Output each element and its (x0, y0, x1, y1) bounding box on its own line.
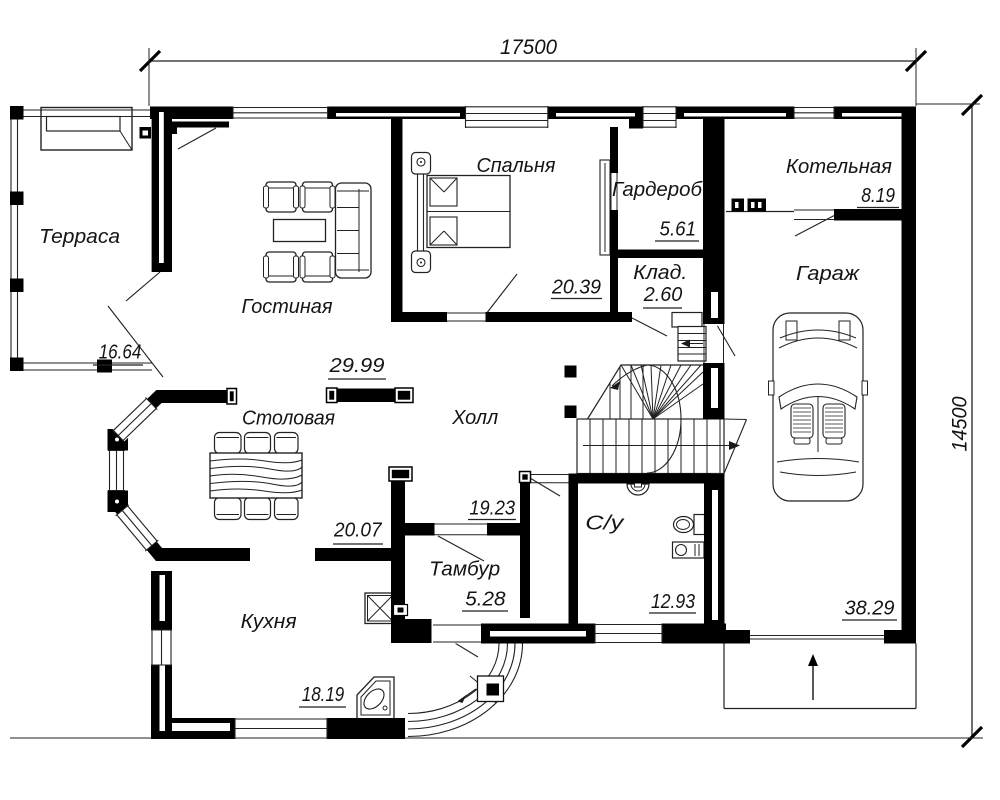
svg-text:Гараж: Гараж (796, 263, 860, 285)
svg-text:16.64: 16.64 (99, 341, 142, 363)
svg-text:Терраса: Терраса (39, 226, 120, 248)
svg-text:5.28: 5.28 (465, 589, 505, 611)
svg-text:Котельная: Котельная (786, 156, 892, 178)
svg-text:20.07: 20.07 (333, 520, 382, 542)
svg-text:20.39: 20.39 (551, 277, 601, 299)
svg-text:12.93: 12.93 (651, 591, 695, 613)
svg-text:19.23: 19.23 (469, 497, 515, 519)
svg-text:С/у: С/у (585, 513, 624, 535)
svg-text:Кухня: Кухня (241, 611, 297, 633)
svg-text:18.19: 18.19 (302, 684, 345, 706)
svg-text:2.60: 2.60 (643, 284, 683, 306)
svg-text:Гардероб: Гардероб (612, 179, 703, 201)
svg-text:Тамбур: Тамбур (429, 559, 500, 581)
svg-text:Спальня: Спальня (477, 155, 556, 177)
svg-text:8.19: 8.19 (861, 185, 895, 207)
svg-text:29.99: 29.99 (328, 355, 384, 377)
svg-text:Столовая: Столовая (242, 408, 335, 430)
svg-text:38.29: 38.29 (845, 597, 895, 619)
svg-text:17500: 17500 (500, 36, 557, 59)
svg-text:Клад.: Клад. (633, 262, 687, 284)
svg-text:14500: 14500 (949, 396, 972, 451)
svg-text:Холл: Холл (451, 407, 498, 429)
svg-text:Гостиная: Гостиная (242, 296, 333, 318)
svg-text:5.61: 5.61 (660, 219, 697, 241)
